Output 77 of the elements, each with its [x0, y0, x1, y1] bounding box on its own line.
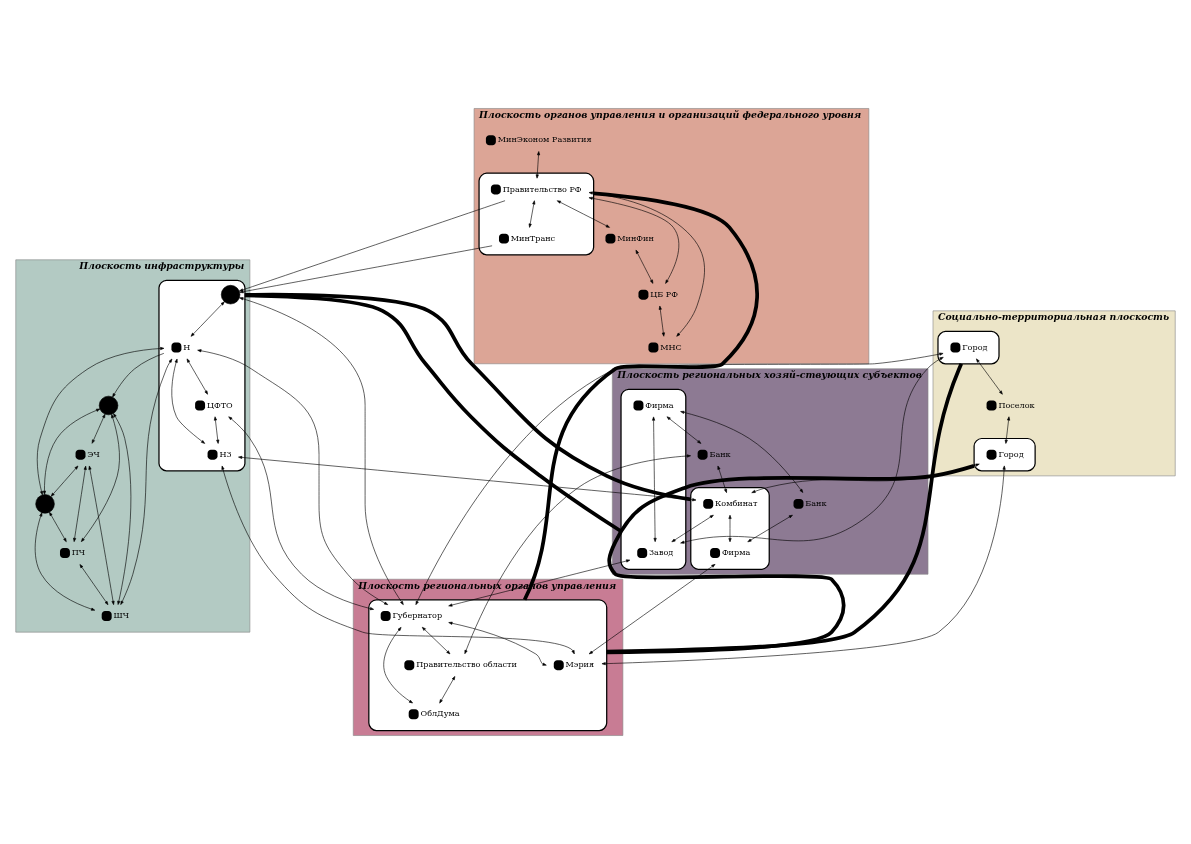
arrow	[112, 353, 165, 398]
arrow	[238, 455, 697, 502]
node-label: ОблДума	[420, 708, 460, 719]
arrow	[421, 626, 451, 655]
node-label: МинЭконом Развития	[497, 134, 592, 145]
arrow	[464, 454, 691, 655]
arrow	[42, 408, 101, 495]
arrow	[228, 416, 374, 611]
arrow	[50, 465, 79, 497]
node-label: Поселок	[998, 399, 1035, 410]
arrow	[81, 414, 120, 542]
node-label: ЦФТО	[206, 399, 233, 410]
arrow	[671, 514, 714, 543]
node-label: Правительство РФ	[502, 183, 582, 194]
arrow	[680, 410, 804, 493]
arrow	[88, 465, 115, 605]
node-label: Н	[183, 341, 191, 352]
arrow	[728, 514, 732, 543]
arrow	[239, 297, 404, 605]
arrow	[186, 358, 208, 395]
arrow	[91, 413, 106, 444]
node-label: МинТранс	[510, 232, 556, 243]
arrow	[588, 191, 705, 337]
arrow	[556, 200, 610, 228]
node-label: Фирма	[721, 547, 751, 558]
node-label: МНС	[660, 341, 682, 352]
node-label: Мэрия	[565, 659, 595, 670]
arrow	[680, 356, 944, 544]
arrow	[73, 465, 87, 542]
arrow	[239, 200, 506, 292]
arrow	[36, 347, 165, 496]
node-label: Правительство области	[416, 659, 517, 670]
node-label: ШЧ	[113, 610, 129, 621]
arrow	[415, 352, 944, 605]
arrow	[448, 559, 631, 607]
node-label: Город	[962, 341, 988, 352]
node-label: Город	[998, 448, 1024, 459]
arrow	[221, 465, 575, 655]
node-label: НЗ	[219, 448, 232, 459]
arrow	[383, 627, 413, 704]
node-label: Банк	[709, 448, 731, 459]
arrow	[751, 463, 980, 493]
arrow	[439, 676, 456, 704]
arrow	[747, 514, 793, 543]
arrow	[190, 301, 225, 337]
node-label: ЭЧ	[87, 448, 100, 459]
arrow	[49, 511, 67, 543]
node-label: ПЧ	[71, 547, 86, 558]
arrow	[113, 413, 132, 605]
connector	[244, 292, 692, 502]
node-label: Банк	[805, 498, 827, 508]
arrow	[535, 151, 541, 179]
arrow	[588, 196, 680, 284]
arrow	[528, 200, 536, 228]
arrow	[1004, 416, 1011, 444]
arrow	[658, 305, 665, 337]
arrow	[79, 564, 109, 606]
arrow	[213, 416, 220, 444]
arrow	[239, 245, 493, 294]
arrow	[652, 416, 657, 542]
node-label: Комбинат	[715, 498, 758, 508]
arrow	[976, 358, 1003, 395]
arrow	[588, 564, 716, 655]
node-label: Губернатор	[392, 610, 443, 621]
arrow	[171, 358, 206, 444]
arrow	[120, 358, 173, 605]
arrow	[34, 512, 96, 611]
arrow	[197, 349, 389, 605]
arrow	[717, 465, 727, 493]
node-label: ЦБ РФ	[650, 288, 678, 299]
arrow	[666, 416, 702, 444]
node-label: МинФин	[617, 232, 654, 243]
node-label: Завод	[649, 547, 674, 558]
arrow	[635, 249, 654, 284]
arrow	[448, 621, 547, 666]
connector	[522, 191, 759, 601]
node-label: Фирма	[645, 399, 674, 410]
